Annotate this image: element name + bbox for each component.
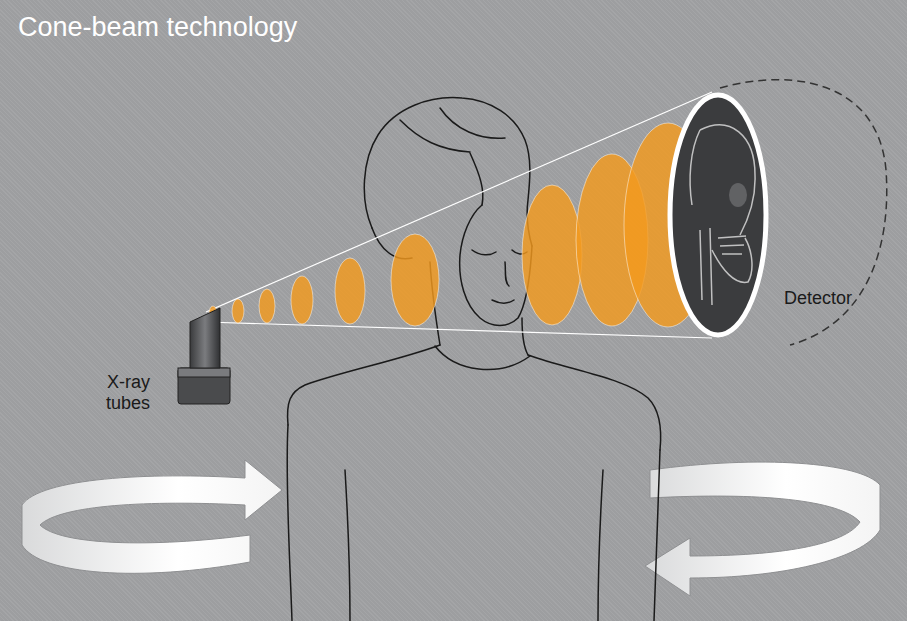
skull-xray <box>700 125 755 235</box>
jaw-xray <box>712 238 752 282</box>
face-outline <box>460 205 532 326</box>
orbit-xray <box>729 183 747 207</box>
collar <box>435 346 530 369</box>
cone-edge <box>206 322 712 338</box>
detector-plate <box>670 95 766 335</box>
teeth-xray <box>718 236 746 254</box>
rotation-arrow <box>22 460 282 573</box>
hair-strands <box>400 108 505 205</box>
arm-line <box>598 470 603 621</box>
rotation-arrow <box>645 462 880 596</box>
shoulders <box>288 345 440 425</box>
torso-side <box>654 450 660 621</box>
torso-side <box>287 425 292 621</box>
spine-xray <box>700 228 712 305</box>
beam-slice <box>522 185 582 325</box>
xray-tube-ring <box>178 368 230 377</box>
detector-label: Detector <box>784 288 874 309</box>
xray-tube-head <box>190 308 220 368</box>
beam-slice <box>391 234 439 326</box>
beam-slice <box>335 258 365 324</box>
skull-xray <box>690 130 700 205</box>
neck <box>522 318 528 355</box>
beam-slice <box>259 289 275 323</box>
beam-slice <box>291 276 313 324</box>
diagram-title: Cone-beam technology <box>18 12 297 43</box>
arm-line <box>345 470 350 621</box>
beam-slice <box>232 299 244 323</box>
nose <box>505 262 509 286</box>
closed-eye <box>472 250 496 255</box>
tube-label: X-ray tubes <box>86 372 150 413</box>
mouth <box>492 300 514 303</box>
hair-outline <box>364 98 532 246</box>
xray-tube-base <box>178 368 230 404</box>
shoulders <box>528 355 661 450</box>
